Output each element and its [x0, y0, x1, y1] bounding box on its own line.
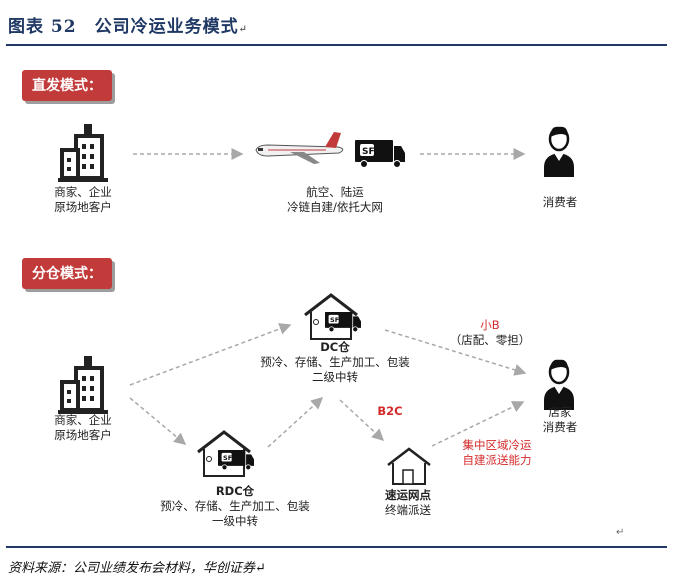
warehouse-mode-tag: 分仓模式： [22, 258, 112, 289]
region-label: 集中区域冷运 自建派送能力 [452, 438, 542, 468]
outlet-label: 速运网点 终端派送 [373, 488, 443, 518]
rdc-desc-line2: 一级中转 [212, 514, 258, 528]
dc-warehouse-icon [303, 293, 362, 341]
top-divider [6, 44, 667, 46]
outlet-sub: 终端派送 [385, 503, 431, 517]
merchant-label-2-line2: 原场地客户 [54, 428, 112, 442]
consumer-person-icon [542, 125, 576, 179]
bottom-divider [6, 546, 667, 548]
dc-to-consumer-arrow [384, 329, 527, 376]
small-b-label: 小B （店配、零担） [440, 318, 540, 348]
dc-label: DC仓 预冷、存储、生产加工、包装 二级中转 [240, 340, 430, 385]
dc-to-outlet-arrow [339, 399, 385, 442]
source-note: 资料来源：公司业绩发布会材料，华创证券↵ [8, 561, 266, 576]
merchant-label: 商家、企业 原场地客户 [48, 185, 118, 215]
rdc-label: RDC仓 预冷、存储、生产加工、包装 一级中转 [140, 484, 330, 529]
delivery-outlet-icon [387, 447, 431, 485]
direct-mode-tag: 直发模式： [22, 70, 112, 101]
figure-title-text: 图表 52 公司冷运业务模式 [8, 17, 239, 37]
merchant-label-2-line1: 商家、企业 [54, 413, 112, 427]
outlet-title: 速运网点 [385, 488, 431, 502]
dc-desc-line2: 二级中转 [312, 370, 358, 384]
merchant-label-line2: 原场地客户 [54, 200, 112, 214]
merchant-building-icon-2 [56, 354, 110, 416]
merchant-label-2: 商家、企业 原场地客户 [48, 413, 118, 443]
region-line2: 自建派送能力 [462, 453, 532, 467]
transport-label: 航空、陆运 冷链自建/依托大网 [270, 185, 400, 215]
rdc-desc-line1: 预冷、存储、生产加工、包装 [160, 499, 310, 513]
consumer-label: 消费者 [542, 195, 578, 209]
merchant-label-line1: 商家、企业 [54, 185, 112, 199]
region-line1: 集中区域冷运 [462, 438, 532, 452]
sf-truck-icon [354, 139, 406, 168]
transport-label-line2: 冷链自建/依托大网 [287, 200, 383, 214]
merchant-to-rdc-arrow [129, 397, 187, 445]
dc-desc-line1: 预冷、存储、生产加工、包装 [260, 355, 410, 369]
rdc-to-dc-arrow [267, 396, 324, 448]
merchant-building-icon [56, 122, 110, 184]
consumer-2-line2: 消费者 [542, 420, 578, 434]
b2c-label: B2C [377, 404, 403, 418]
consumer-label-2: 店家 消费者 [530, 405, 590, 435]
outlet-to-consumer-arrow [431, 401, 525, 447]
dc-title: DC仓 [320, 340, 350, 354]
airplane-icon [255, 132, 344, 164]
transport-label-line1: 航空、陆运 [306, 185, 364, 199]
merchant-to-dc-arrow [129, 323, 292, 386]
rdc-title: RDC仓 [215, 484, 255, 498]
small-b-sub: （店配、零担） [449, 333, 531, 347]
end-paragraph-mark: ↵ [616, 527, 625, 538]
consumer-person-icon-2 [542, 358, 576, 412]
consumer-2-line1: 店家 [548, 405, 572, 419]
small-b-title: 小B [480, 318, 500, 332]
rdc-warehouse-icon [196, 430, 255, 478]
paragraph-mark: ↵ [238, 24, 248, 35]
figure-title: 图表 52 公司冷运业务模式↵ [8, 12, 248, 37]
